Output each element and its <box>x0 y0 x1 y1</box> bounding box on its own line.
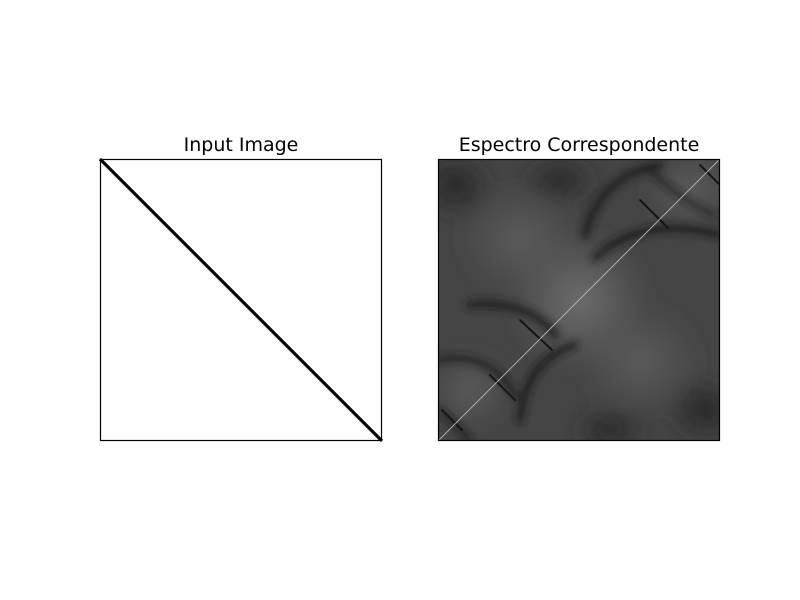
input-diagonal-line <box>98 157 384 443</box>
spectrum-diagonal-line <box>438 159 720 441</box>
spectrum-image <box>438 159 720 441</box>
input-image-frame <box>99 158 383 442</box>
spectrum-axes <box>437 158 721 442</box>
input-image-title: Input Image <box>183 134 299 156</box>
input-image-axes <box>98 157 384 443</box>
spectrum-frame <box>437 158 721 442</box>
spectrum-title: Espectro Correspondente <box>458 134 700 156</box>
